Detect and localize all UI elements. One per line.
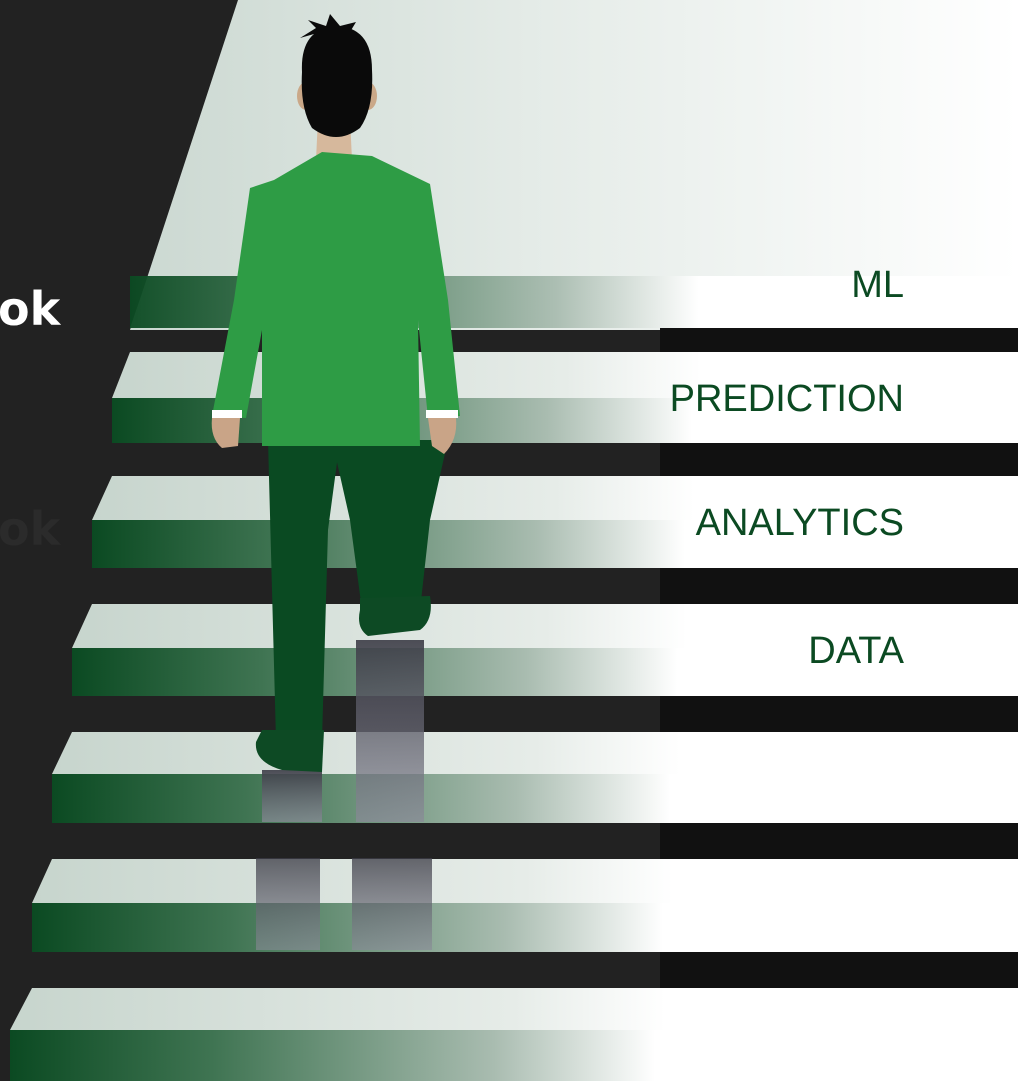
- left-hand: [211, 418, 240, 448]
- step-5: [52, 732, 1018, 823]
- head: [301, 26, 373, 137]
- hair-tuft: [300, 14, 356, 38]
- right-leg: [332, 440, 448, 610]
- faint-heading-echo: ok: [0, 502, 61, 556]
- step-label-prediction: PREDICTION: [669, 378, 904, 420]
- right-hand: [428, 418, 457, 454]
- step-label-data: DATA: [808, 630, 904, 672]
- step-label-ml: ML: [851, 264, 904, 306]
- jacket: [212, 152, 460, 446]
- step-label-analytics: ANALYTICS: [695, 502, 904, 544]
- step-shadows: [660, 328, 1018, 988]
- step-7: [10, 988, 1018, 1081]
- right-shoe: [359, 596, 431, 636]
- cropped-heading: ok: [0, 282, 61, 336]
- leg-reflections: [256, 640, 432, 950]
- left-shoe: [255, 730, 324, 772]
- left-leg: [268, 440, 340, 740]
- step-6: [32, 859, 1018, 952]
- walking-person: [211, 14, 460, 772]
